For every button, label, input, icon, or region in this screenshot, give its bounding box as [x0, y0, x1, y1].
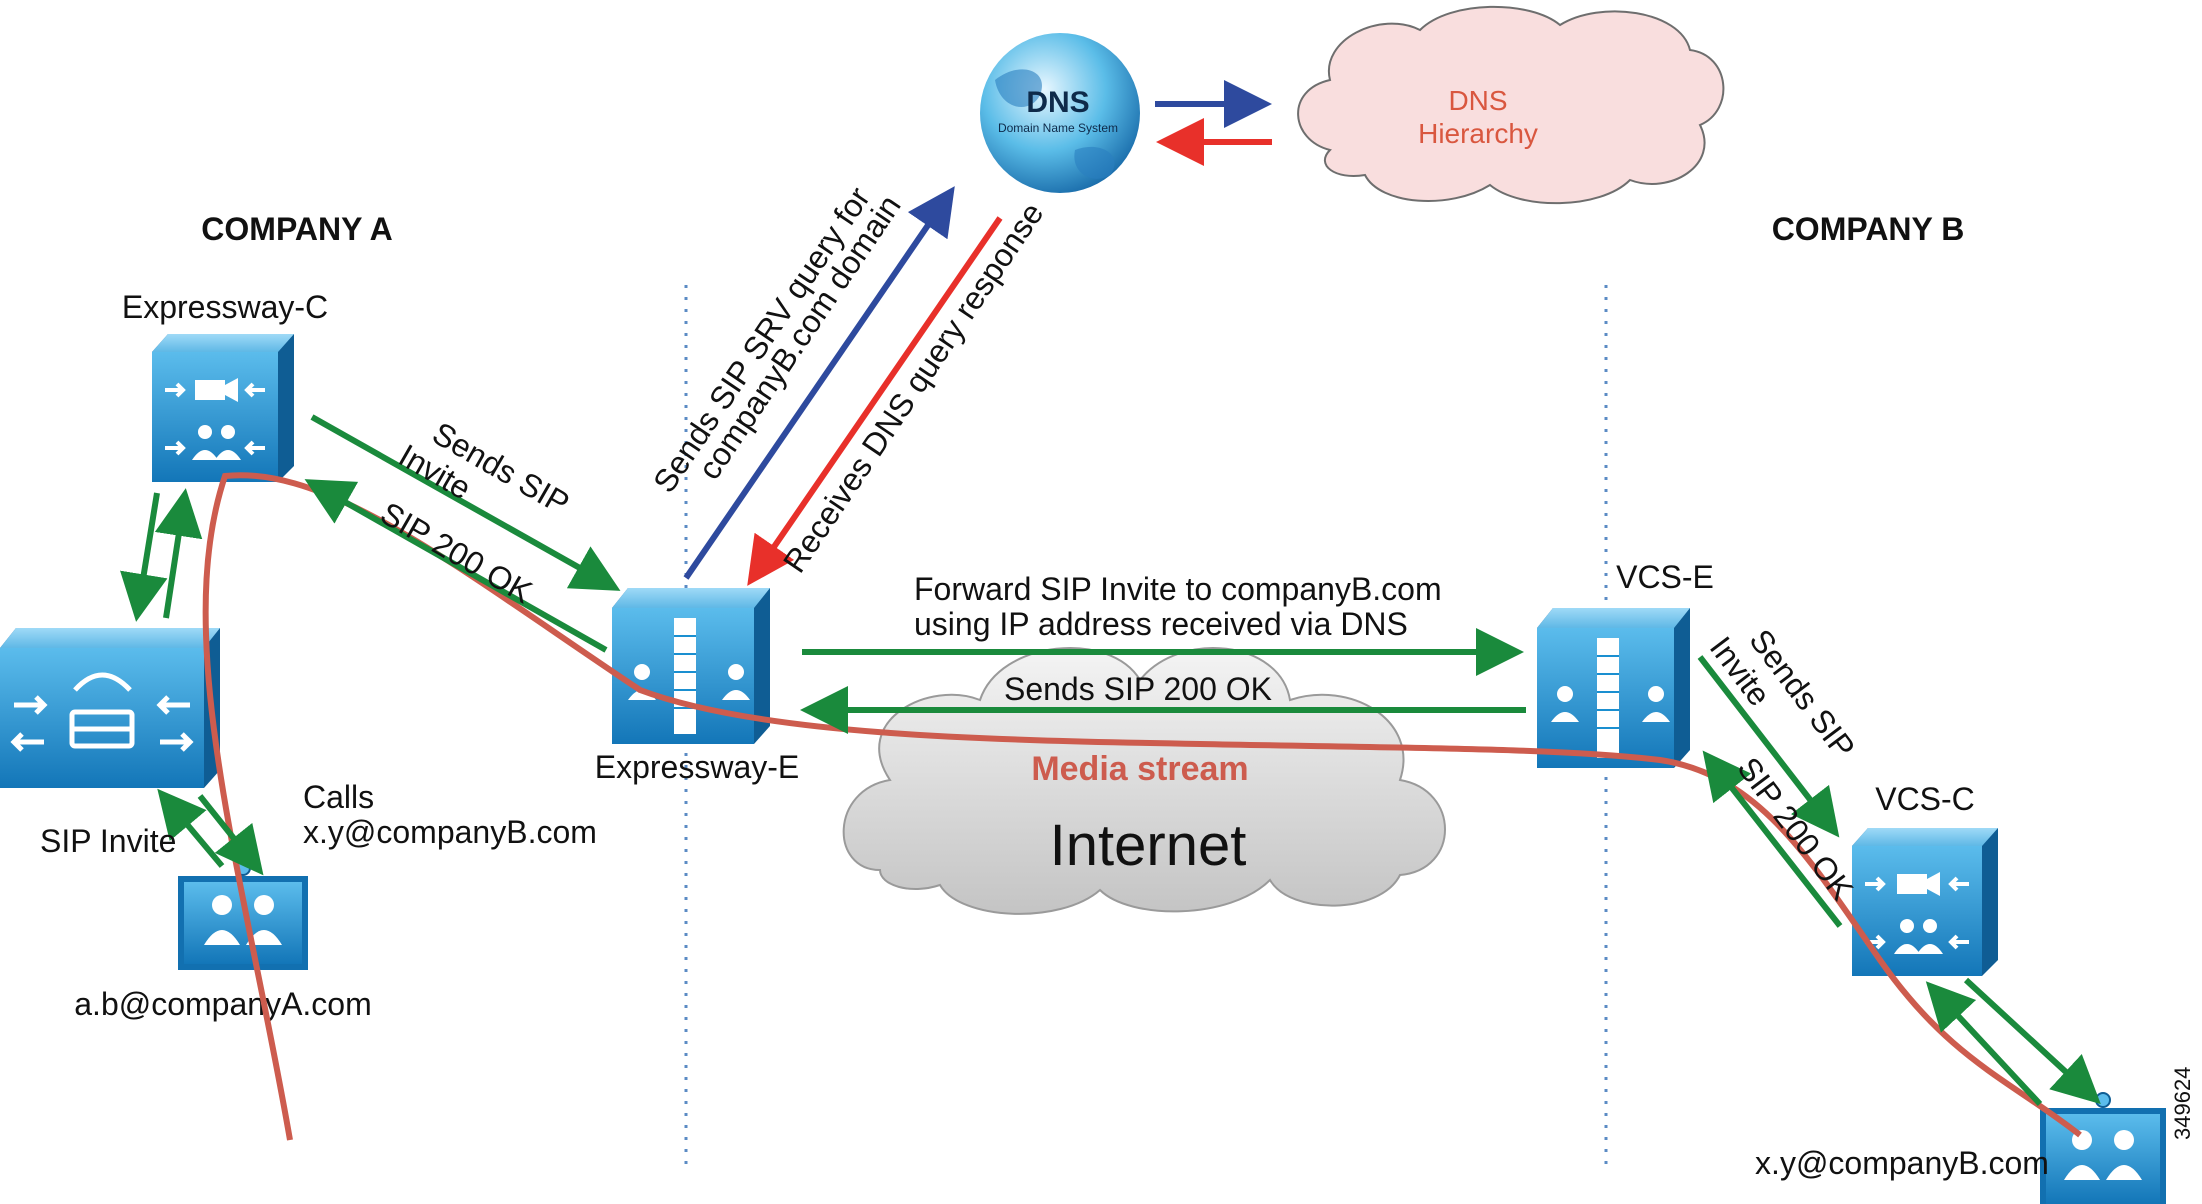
conference-bridge-icon	[165, 378, 265, 460]
arrow-dns-response	[747, 216, 1003, 586]
media-stream-path	[202, 472, 2082, 1141]
dns-hierarchy-line1: DNS	[1448, 85, 1507, 116]
internet-cloud: Internet	[842, 646, 1446, 915]
dns-globe-subtitle: Domain Name System	[998, 121, 1118, 135]
firewall-icon	[1551, 638, 1670, 758]
company-b-heading: COMPANY B	[1772, 211, 1965, 247]
calls-label-line1: Calls	[303, 779, 374, 815]
forward-label-line1: Forward SIP Invite to companyB.com	[914, 571, 1442, 607]
endpoint-b-label: x.y@companyB.com	[1755, 1145, 2049, 1181]
arrow-callmgr-to-endpoint	[197, 794, 264, 876]
dns-hierarchy-line2: Hierarchy	[1418, 118, 1538, 149]
call-manager-icon	[10, 672, 194, 752]
arrow-endpoint-to-callmgr	[157, 788, 225, 868]
endpoint-icon	[204, 895, 282, 945]
figure-id: 349624	[2170, 1067, 2195, 1140]
expressway-e-label: Expressway-E	[595, 749, 800, 785]
sip-200-ok-a-label: SIP 200 OK	[375, 495, 539, 610]
arrow-srv-query	[683, 186, 955, 580]
endpoint-a-device	[178, 860, 308, 970]
sip-200-ok-b-label: SIP 200 OK	[1730, 751, 1860, 907]
expressway-c-label: Expressway-C	[122, 289, 328, 325]
vcs-e-label: VCS-E	[1616, 559, 1714, 595]
internet-label: Internet	[1050, 813, 1247, 878]
calls-label-line2: x.y@companyB.com	[303, 814, 597, 850]
arrow-invite-to-expe	[310, 414, 621, 591]
dns-hierarchy-cloud: DNS Hierarchy	[1297, 5, 1725, 205]
forward-label-line2: using IP address received via DNS	[914, 606, 1408, 642]
conference-bridge-icon	[1865, 872, 1969, 954]
arrow-invite-to-vcsc	[1697, 655, 1840, 838]
arrow-callmgr-to-expc	[154, 488, 203, 619]
dns-globe-icon: DNS Domain Name System	[980, 33, 1140, 193]
vcs-c-label: VCS-C	[1875, 781, 1975, 817]
call-manager-device	[0, 628, 220, 788]
sip-invite-label: SIP Invite	[40, 823, 176, 859]
arrow-200ok-to-expc	[304, 479, 608, 653]
arrow-vcsc-to-endpoint	[1963, 977, 2101, 1105]
endpoint-a-label: a.b@companyA.com	[74, 986, 372, 1022]
endpoint-b-device	[2040, 1092, 2166, 1204]
media-stream-label: Media stream	[1031, 750, 1248, 788]
company-a-heading: COMPANY A	[201, 211, 392, 247]
arrow-200ok-to-vcse	[1702, 750, 1843, 928]
vcs-e-device	[1537, 608, 1690, 768]
dns-globe-title: DNS	[1026, 86, 1089, 119]
arrow-endpoint-to-vcsc	[1925, 981, 2043, 1107]
sends-200-ok-label: Sends SIP 200 OK	[1004, 671, 1272, 707]
expressway-e-device	[612, 588, 770, 744]
arrow-expc-to-callmgr	[120, 492, 168, 622]
expressway-c-device	[152, 334, 294, 482]
